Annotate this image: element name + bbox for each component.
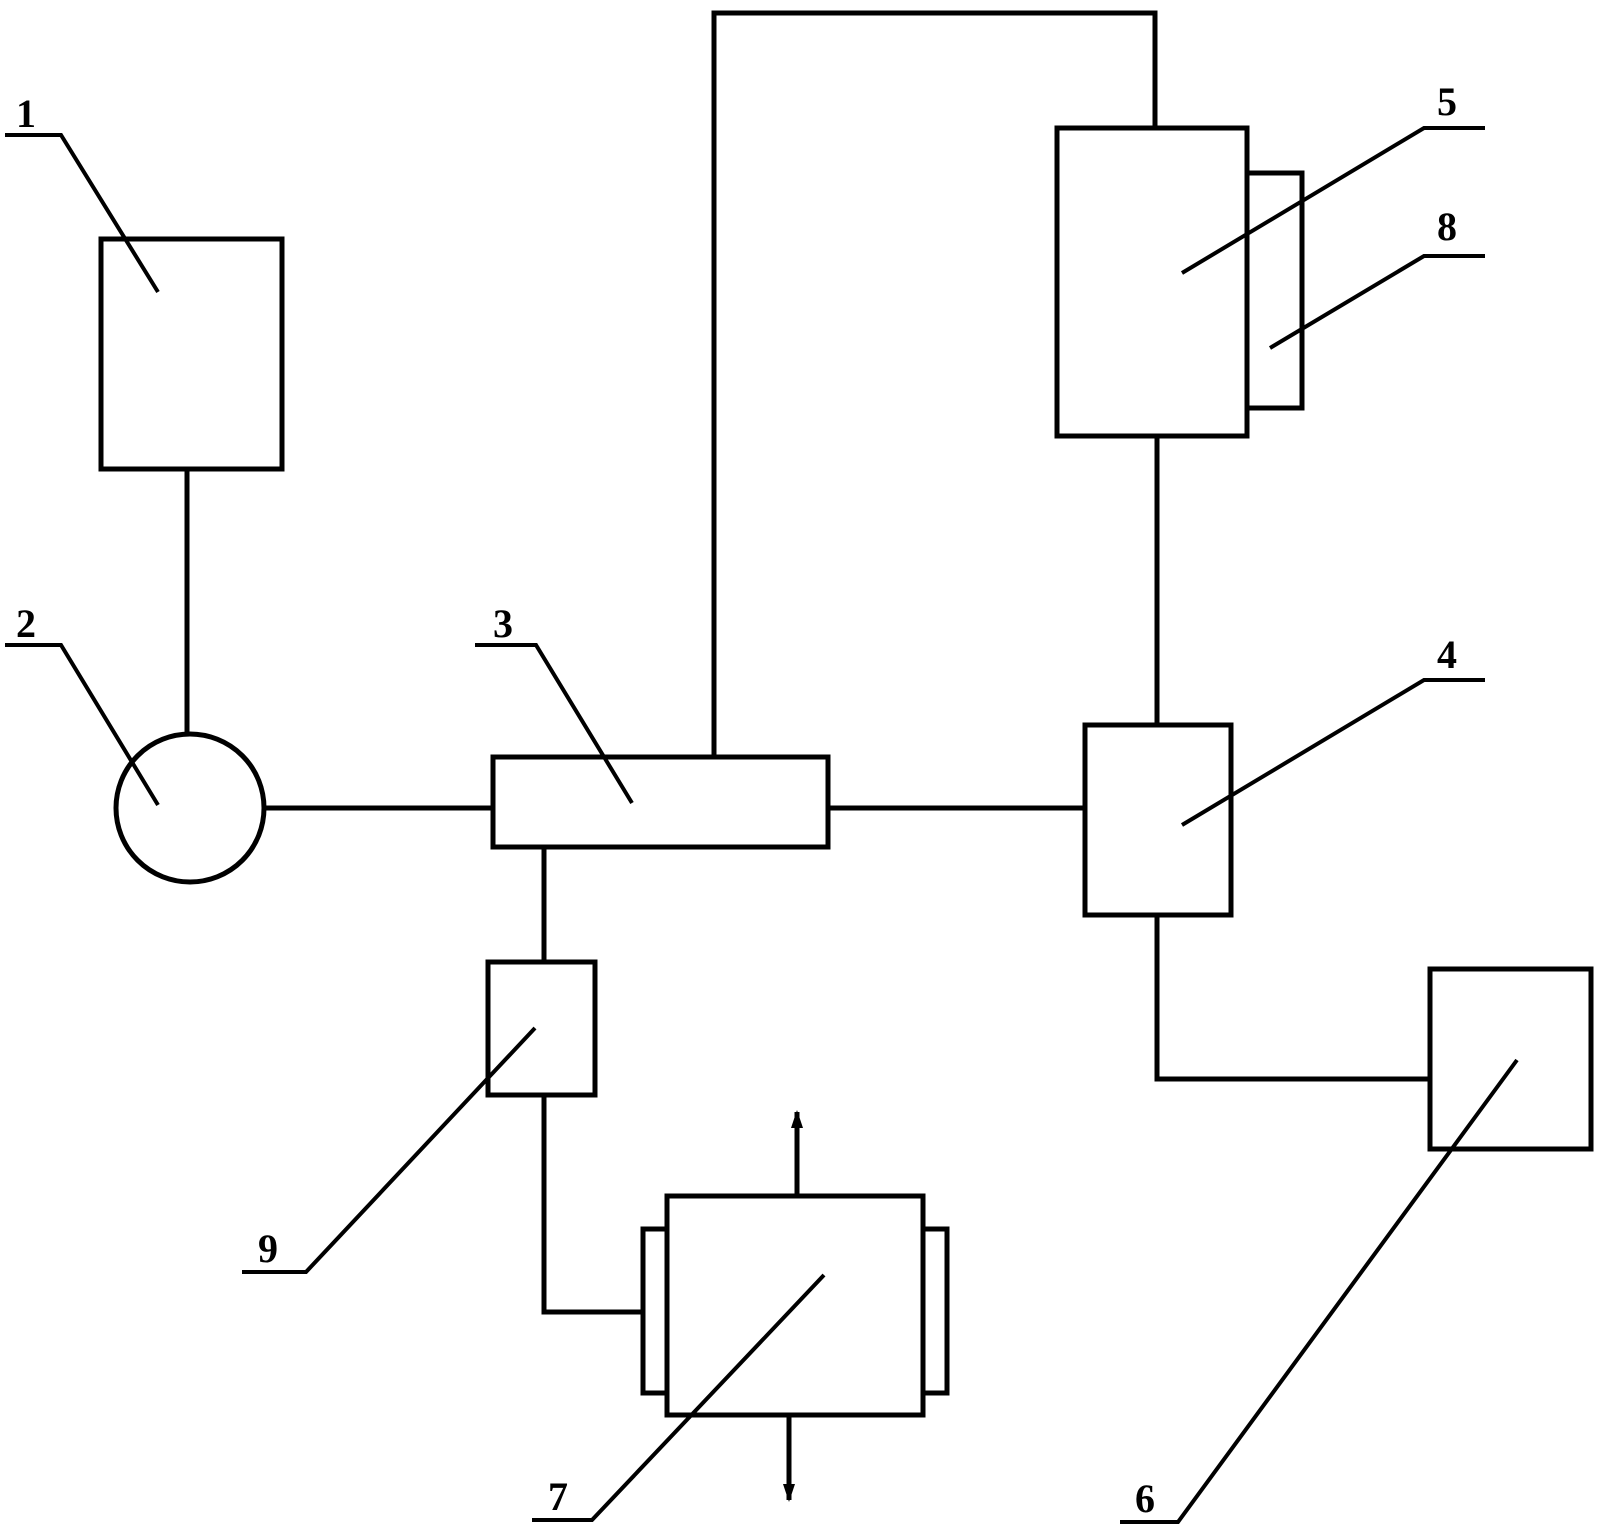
line-unit4-to-box6 [1154, 917, 1430, 1082]
arrow-up-head [791, 1110, 803, 1128]
label-5: 5 [1437, 79, 1457, 124]
component-6-box [1427, 966, 1594, 1152]
label-9: 9 [258, 1226, 278, 1271]
component-1-tank [98, 236, 285, 472]
leader-9 [242, 1026, 537, 1274]
component-2-pump [113, 731, 267, 885]
label-7: 7 [548, 1474, 568, 1519]
label-1: 1 [16, 91, 36, 136]
connection-lines [184, 10, 1430, 1500]
callout-labels: 1 2 3 5 8 4 9 7 6 [16, 79, 1457, 1521]
label-2: 2 [16, 601, 36, 646]
leader-2 [5, 643, 160, 807]
label-3: 3 [493, 601, 513, 646]
leader-8 [1268, 254, 1485, 350]
label-6: 6 [1135, 1476, 1155, 1521]
leader-lines [5, 126, 1519, 1524]
leader-6 [1120, 1058, 1519, 1524]
component-7-right-flange [920, 1226, 950, 1396]
line-box9-to-unit7 [541, 1097, 643, 1315]
leader-1 [5, 133, 160, 294]
component-3-header [490, 754, 831, 850]
component-4-unit [1082, 722, 1234, 918]
arrow-heads [783, 1110, 803, 1502]
component-8-side-panel [1244, 170, 1305, 411]
label-4: 4 [1437, 632, 1457, 677]
components [98, 125, 1594, 1418]
leader-5 [1180, 126, 1485, 275]
leader-4 [1180, 678, 1485, 827]
arrow-down-head [783, 1484, 795, 1502]
component-5-vessel [1054, 125, 1250, 439]
leader-3 [475, 643, 634, 805]
label-8: 8 [1437, 204, 1457, 249]
line-header3-to-vessel5-loop [711, 10, 1158, 755]
leader-7 [532, 1273, 826, 1522]
component-9-box [485, 959, 598, 1098]
component-7-left-flange [640, 1226, 670, 1396]
